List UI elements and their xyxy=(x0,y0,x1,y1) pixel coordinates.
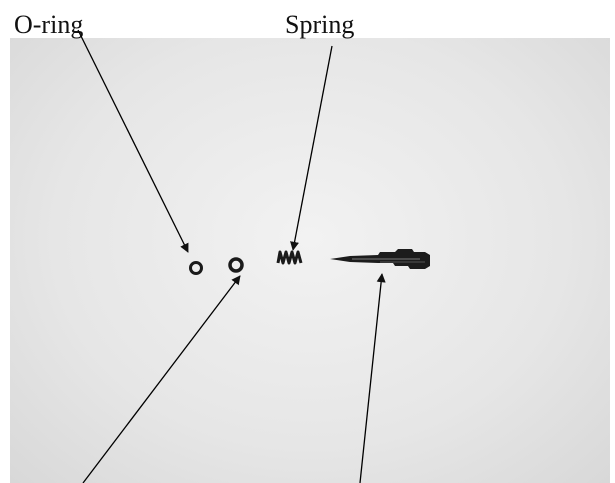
arrow-spring xyxy=(293,46,332,250)
arrow-needle xyxy=(360,274,382,483)
needle-part xyxy=(330,249,430,269)
o-ring-2 xyxy=(230,259,242,271)
o-ring-1 xyxy=(191,263,202,274)
arrow-o-ring-2 xyxy=(83,276,240,483)
arrow-o-ring-1 xyxy=(78,30,188,252)
spring-part xyxy=(278,252,301,263)
